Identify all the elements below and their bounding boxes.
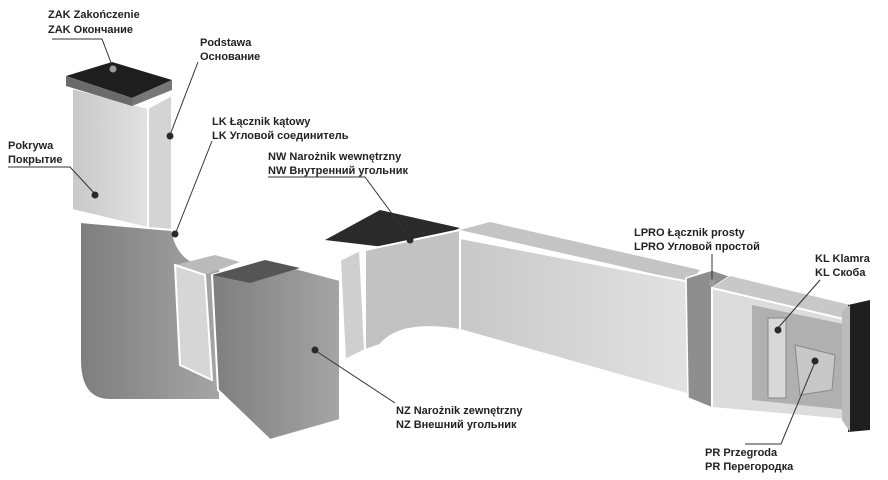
label-pr-pl: PR Przegroda	[705, 447, 778, 459]
label-kl-ru: KL Скоба	[815, 267, 866, 279]
label-lpro-ru: LPRO Угловой простой	[634, 241, 760, 253]
label-pr-ru: PR Перегородка	[705, 461, 794, 473]
label-nw-pl: NW Narożnik wewnętrzny	[268, 151, 402, 163]
zak-end-cap	[66, 62, 172, 98]
label-podstawa-pl: Podstawa	[200, 37, 252, 49]
label-lk-ru: LK Угловой соединитель	[212, 130, 349, 142]
pr-partition	[794, 344, 836, 396]
horizontal-duct-1	[173, 255, 341, 442]
kl-clamp	[767, 317, 787, 399]
label-nz-pl: NZ Narożnik zewnętrzny	[396, 405, 523, 417]
label-nw-ru: NW Внутренний угольник	[268, 165, 408, 177]
label-lpro-pl: LPRO Łącznik prosty	[634, 227, 746, 239]
nz-outer-corner	[210, 258, 341, 442]
label-kl-pl: KL Klamra	[815, 253, 871, 265]
leader-lines	[8, 38, 821, 445]
label-pokrywa-pl: Pokrywa	[8, 140, 54, 152]
labels: ZAK Zakończenie ZAK Окончание Podstawa О…	[8, 9, 871, 473]
straight-duct	[459, 222, 870, 432]
label-nz-ru: NZ Внешний угольник	[396, 419, 517, 431]
label-zak-ru: ZAK Окончание	[48, 24, 133, 36]
label-pokrywa-ru: Покрытие	[8, 154, 63, 166]
nw-inner-corner	[325, 210, 461, 362]
label-podstawa-ru: Основание	[200, 51, 260, 63]
label-zak-pl: ZAK Zakończenie	[48, 9, 140, 21]
label-lk-pl: LK Łącznik kątowy	[212, 116, 311, 128]
